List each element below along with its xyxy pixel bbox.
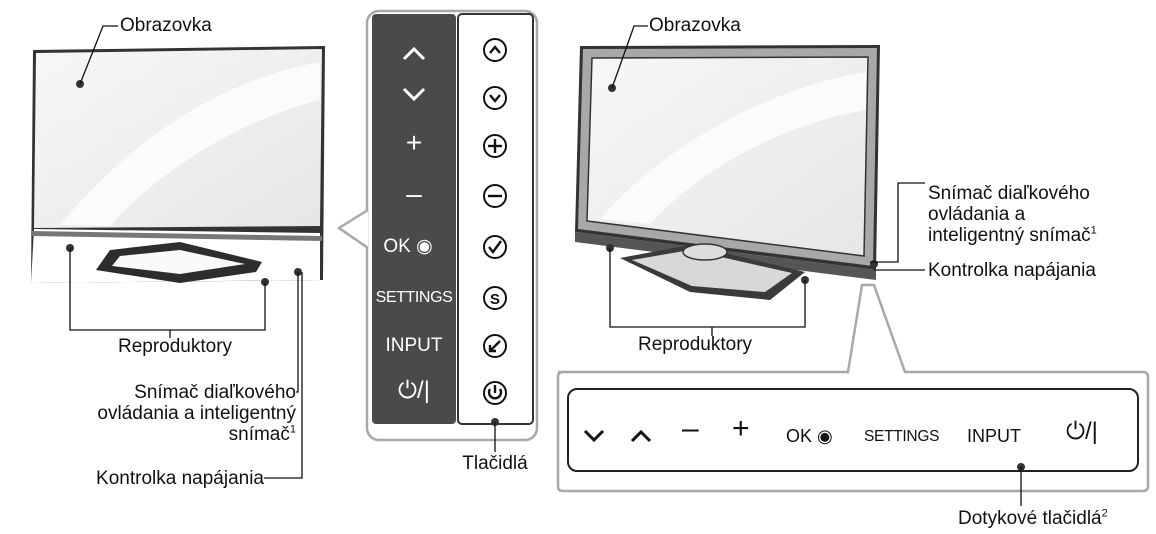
label-touch-buttons: Dotykové tlačidlá2: [958, 507, 1108, 529]
label-speakers-right: Reproduktory: [637, 334, 753, 355]
label-power-led-right: Kontrolka napájania: [928, 260, 1096, 281]
left-leader-lines: [69, 25, 303, 479]
left-tv: [31, 46, 325, 286]
touch-strip: [567, 388, 1139, 472]
strip-chevron-down-icon[interactable]: [583, 429, 605, 443]
side-panel-callout: S: [336, 9, 539, 452]
plus-button-icon[interactable]: [483, 134, 507, 158]
label-power-led-left: Kontrolka napájania: [96, 468, 264, 489]
side-panel-buttons: [457, 13, 534, 425]
right-sensor-dot: [870, 260, 878, 268]
strip-ok-label[interactable]: OK ◉: [786, 426, 833, 446]
chevron-up-icon: [402, 46, 426, 61]
left-tv-reflection: [60, 62, 320, 226]
settings-button-icon[interactable]: [483, 286, 507, 310]
label-screen-left: Obrazovka: [120, 15, 212, 36]
chevron-down-icon: [402, 87, 426, 102]
minus-button-icon[interactable]: [483, 184, 507, 208]
side-minus-label: –: [406, 178, 422, 209]
strip-plus-label[interactable]: +: [732, 412, 750, 445]
power-button-icon[interactable]: [483, 381, 507, 405]
side-power-label: ⏻/|: [398, 377, 430, 404]
strip-chevron-up-icon[interactable]: [630, 429, 652, 443]
ok-button-icon[interactable]: [483, 235, 507, 259]
left-tv-bottom-bezel: [31, 231, 322, 241]
strip-ok-dot-icon: ◉: [817, 426, 833, 446]
up-button-icon[interactable]: [483, 38, 507, 62]
label-screen-right: Obrazovka: [649, 15, 741, 36]
right-tv-stand-top: [632, 250, 792, 292]
label-sensor-right: Snímač diaľkového ovládania a inteligent…: [928, 183, 1097, 246]
label-speakers-left: Reproduktory: [117, 336, 233, 357]
settings-s-glyph: S: [490, 291, 500, 308]
side-input-label: INPUT: [385, 335, 443, 356]
strip-minus-label[interactable]: –: [682, 412, 699, 445]
side-settings-label: SETTINGS: [375, 289, 453, 306]
input-button-icon[interactable]: [483, 334, 507, 358]
touch-strip-callout: [556, 283, 1150, 506]
side-panel-dark: [372, 14, 456, 424]
right-tv: [575, 45, 880, 300]
strip-settings-label[interactable]: SETTINGS: [864, 428, 940, 445]
label-sensor-left: Snímač diaľkového ovládania a inteligent…: [97, 382, 296, 445]
label-buttons: Tlačidlá: [462, 453, 528, 474]
side-plus-label: +: [405, 127, 423, 158]
strip-power-label[interactable]: ⏻/|: [1066, 418, 1098, 445]
down-button-icon[interactable]: [483, 86, 507, 110]
strip-input-label[interactable]: INPUT: [967, 426, 1021, 446]
right-leader-lines: [609, 25, 925, 336]
side-ok-label: OK ◉: [383, 236, 433, 257]
right-tv-reflection: [600, 72, 866, 224]
ok-dot-icon: ◉: [416, 236, 433, 257]
left-tv-stand-top: [112, 250, 245, 274]
